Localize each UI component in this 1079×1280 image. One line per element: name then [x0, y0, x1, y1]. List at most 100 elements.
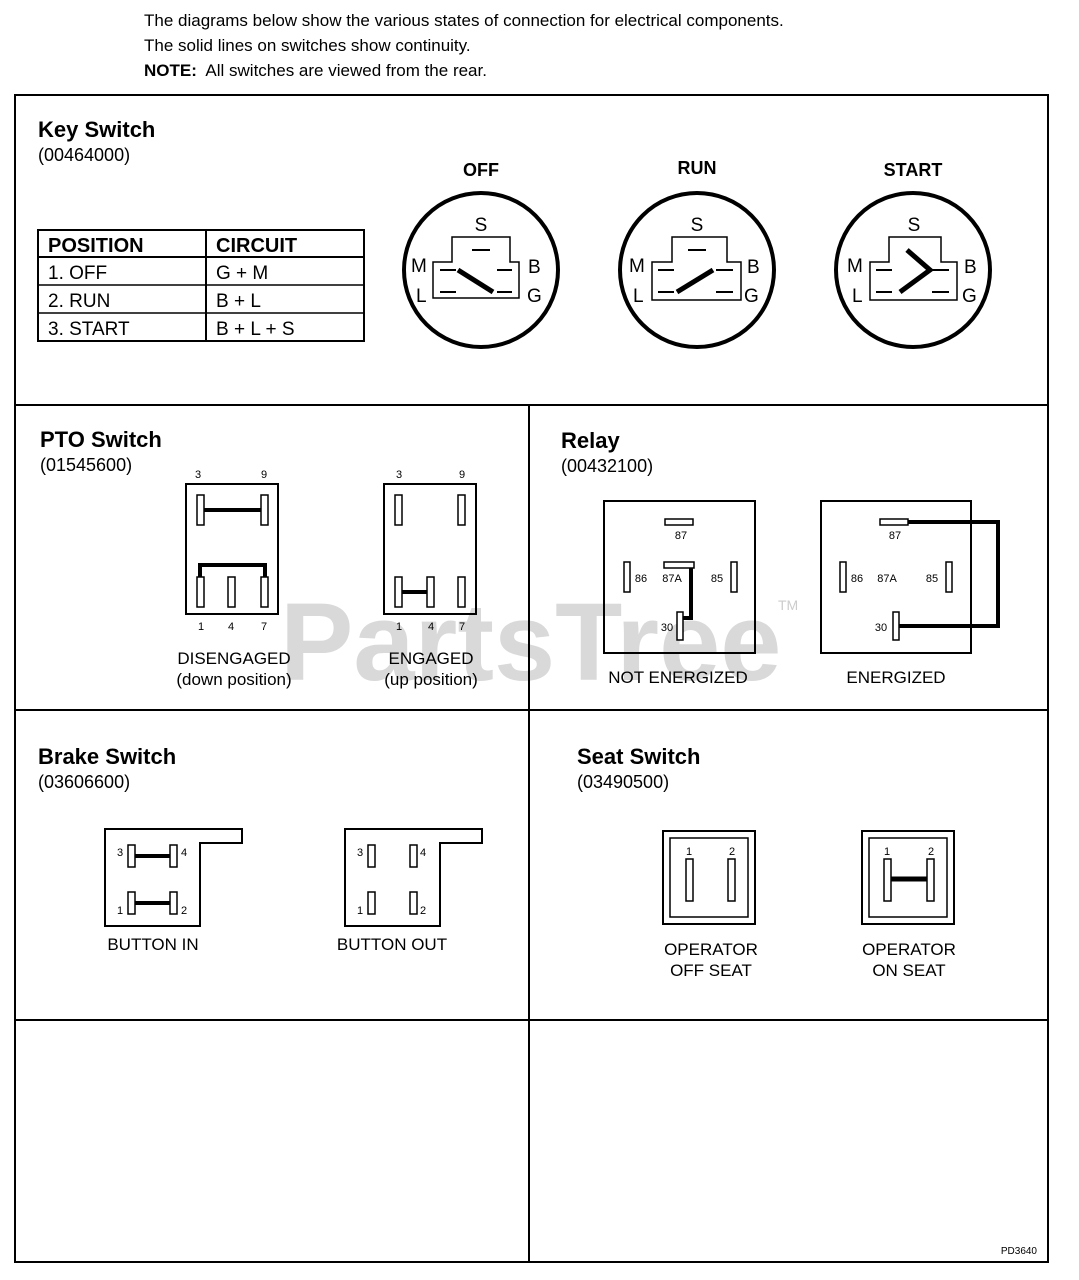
contact-bar: [456, 267, 495, 295]
relay-title: Relay: [561, 428, 620, 453]
terminal-b: B: [747, 257, 760, 278]
pin-label: 4: [420, 847, 426, 859]
pin-label: 30: [661, 622, 673, 634]
pin-label: 2: [420, 905, 426, 917]
terminal-s: S: [691, 215, 704, 236]
pto-engaged-diagram: 3 9 1 4 7 ENGAGED (up position): [383, 469, 478, 689]
pin-label: 3: [396, 469, 402, 481]
pin-label: 87: [889, 530, 901, 542]
brake-button-out-diagram: 3 4 1 2 BUTTON OUT: [337, 828, 483, 954]
brake-state-label: BUTTON OUT: [337, 935, 447, 954]
seat-switch-part: (03490500): [577, 772, 669, 792]
key-switch-off-diagram: OFF S M L B G: [402, 160, 560, 349]
pto-disengaged-diagram: 3 9 1 4 7 DISENGAGED (down position): [176, 469, 291, 689]
terminal-g: G: [744, 286, 759, 307]
table-cell: G + M: [216, 263, 268, 284]
pin-label: 7: [459, 621, 465, 633]
table-cell: B + L: [216, 291, 261, 312]
terminal-s: S: [908, 215, 921, 236]
intro-note: NOTE: All switches are viewed from the r…: [144, 58, 784, 83]
brake-switch-title: Brake Switch: [38, 744, 176, 769]
key-switch-start-diagram: START S M L B G: [834, 160, 992, 349]
watermark-tm: TM: [778, 597, 798, 613]
table-cell: 1. OFF: [48, 263, 107, 284]
brake-switch-part: (03606600): [38, 772, 130, 792]
continuity-line: [198, 563, 267, 577]
terminal-m: M: [411, 256, 427, 277]
pin-label: 86: [851, 573, 863, 585]
seat-state-sublabel: OFF SEAT: [670, 961, 752, 980]
pto-state-sublabel: (down position): [176, 670, 291, 689]
intro-text: The diagrams below show the various stat…: [144, 8, 784, 83]
seat-on-diagram: 1 2 OPERATOR ON SEAT: [861, 830, 956, 980]
relay-contact: [683, 568, 693, 620]
frame-grid: [14, 94, 1049, 1263]
terminal-m: M: [847, 256, 863, 277]
pin-label: 1: [117, 905, 123, 917]
pin-label: 1: [884, 846, 890, 858]
drawing-number: PD3640: [1001, 1246, 1038, 1257]
pin-label: 1: [357, 905, 363, 917]
pin-label: 2: [729, 846, 735, 858]
intro-line-1: The diagrams below show the various stat…: [144, 11, 784, 30]
terminal-g: G: [527, 286, 542, 307]
terminal-m: M: [629, 256, 645, 277]
relay-not-energized-diagram: 87 87A 86 85 30 NOT ENERGIZED: [603, 500, 756, 687]
terminal-b: B: [964, 257, 977, 278]
pto-state-sublabel: (up position): [384, 670, 478, 689]
key-state-label: OFF: [463, 160, 499, 180]
key-switch-table: POSITION CIRCUIT 1. OFF G + M 2. RUN B +…: [37, 229, 365, 342]
pin-label: 30: [875, 622, 887, 634]
pin-label: 7: [261, 621, 267, 633]
terminal-l: L: [852, 286, 863, 307]
key-switch-part: (00464000): [38, 145, 130, 165]
outer-frame: [14, 94, 1049, 1263]
relay-energized-diagram: 87 87A 86 85 30 ENERGIZED: [820, 500, 1000, 687]
seat-state-label: OPERATOR: [664, 940, 758, 959]
pin-label: 3: [117, 847, 123, 859]
pin-label: 1: [198, 621, 204, 633]
pto-switch-title: PTO Switch: [40, 427, 162, 452]
watermark: PartsTree: [280, 581, 781, 704]
pin-label: 4: [181, 847, 187, 859]
brake-button-in-diagram: 3 4 1 2 BUTTON IN: [104, 828, 243, 954]
pin-label: 3: [357, 847, 363, 859]
relay-state-label: NOT ENERGIZED: [608, 668, 747, 687]
key-switch-section: Key Switch (00464000) POSITION CIRCUIT 1…: [37, 117, 992, 349]
seat-switch-section: Seat Switch (03490500) 1 2 OPERATOR OFF …: [577, 744, 956, 980]
table-cell: 3. START: [48, 319, 130, 340]
table-cell: B + L + S: [216, 319, 295, 340]
key-state-label: START: [884, 160, 943, 180]
seat-state-label: OPERATOR: [862, 940, 956, 959]
key-state-label: RUN: [678, 158, 717, 178]
pin-label: 87: [675, 530, 687, 542]
pin-label: 2: [928, 846, 934, 858]
pin-label: 3: [195, 469, 201, 481]
pto-switch-section: PTO Switch (01545600) 3 9 1 4 7 DISENGAG…: [40, 427, 478, 689]
terminal-l: L: [416, 286, 427, 307]
pin-label: 9: [261, 469, 267, 481]
key-switch-run-diagram: RUN S M L B G: [618, 158, 776, 349]
table-header-circuit: CIRCUIT: [216, 235, 297, 257]
pto-switch-part: (01545600): [40, 455, 132, 475]
relay-state-label: ENERGIZED: [846, 668, 945, 687]
relay-part: (00432100): [561, 456, 653, 476]
pto-state-label: DISENGAGED: [177, 649, 290, 668]
pin-label: 4: [428, 621, 434, 633]
terminal-l: L: [633, 286, 644, 307]
relay-section: Relay (00432100) 87 87A 86 85 30 NOT ENE…: [561, 428, 1000, 687]
brake-state-label: BUTTON IN: [107, 935, 198, 954]
key-switch-title: Key Switch: [38, 117, 155, 142]
pto-state-label: ENGAGED: [388, 649, 473, 668]
seat-switch-title: Seat Switch: [577, 744, 700, 769]
note-label: NOTE:: [144, 61, 197, 80]
intro-line-2: The solid lines on switches show continu…: [144, 36, 471, 55]
brake-switch-section: Brake Switch (03606600) 3 4 1 2 BUTTON I…: [38, 744, 483, 954]
pin-label: 87A: [662, 573, 682, 585]
pin-label: 4: [228, 621, 234, 633]
pin-label: 86: [635, 573, 647, 585]
contact-bar: [898, 248, 935, 295]
seat-off-diagram: 1 2 OPERATOR OFF SEAT: [662, 830, 758, 980]
note-text: All switches are viewed from the rear.: [205, 61, 487, 80]
